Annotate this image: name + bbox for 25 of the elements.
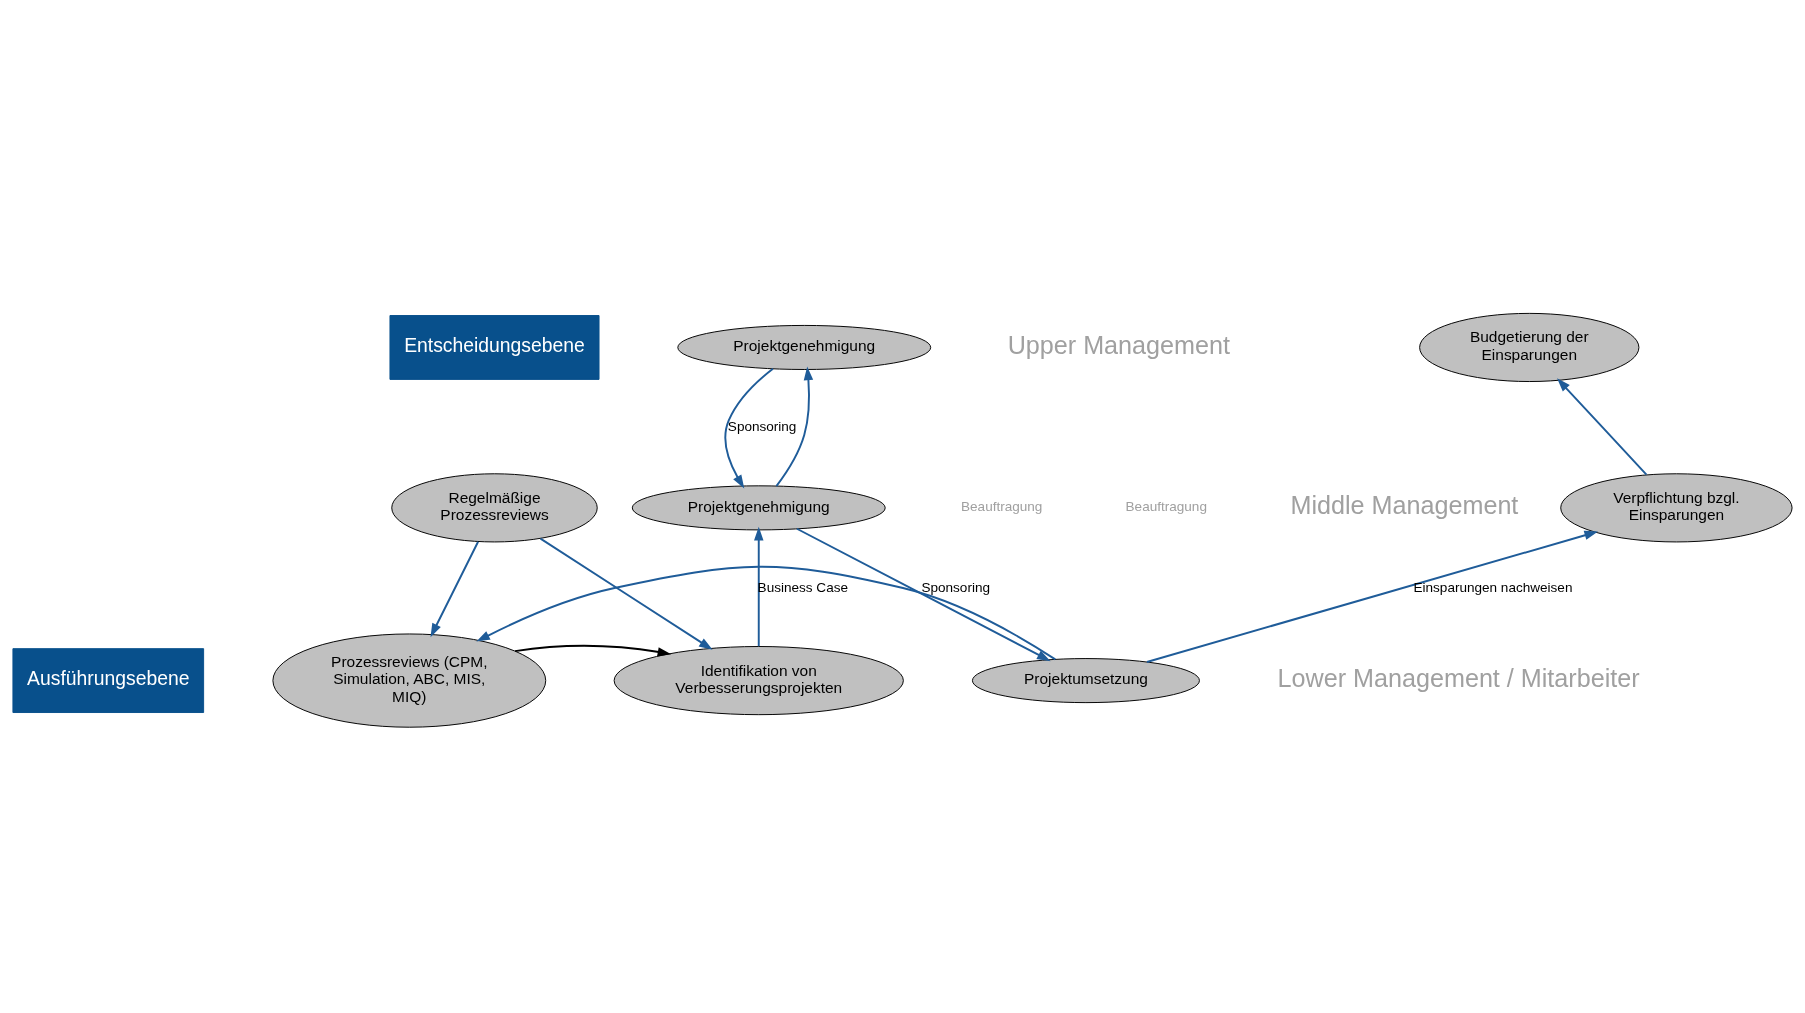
- arrow: [724, 367, 774, 488]
- label: Middle Management: [1290, 490, 1519, 519]
- node-ellipse: Regelmäßige Prozessreviews: [391, 472, 598, 542]
- edge-label: Einsparungen nachweisen: [1413, 579, 1573, 595]
- arrow: [539, 537, 713, 650]
- edge-label: Sponsoring: [921, 579, 991, 595]
- arrow: [795, 527, 1051, 661]
- arrow: [514, 644, 672, 657]
- node-ellipse: Projektgenehmigung: [677, 324, 932, 370]
- arrow: [476, 565, 1057, 660]
- node-box: Entscheidungsebene: [389, 314, 600, 380]
- arrow: [1557, 377, 1648, 476]
- edge-label: Sponsoring: [727, 418, 797, 434]
- arrow: [775, 366, 814, 487]
- label: Beauftragung: [961, 498, 1043, 514]
- label: Lower Management / Mitarbeiter: [1277, 663, 1640, 692]
- label: Upper Management: [1007, 330, 1231, 359]
- node-ellipse: Budgetierung der Einsparungen: [1419, 312, 1640, 382]
- arrow: [430, 540, 480, 637]
- arrow: [1145, 530, 1599, 663]
- arrow: [754, 526, 764, 647]
- node-ellipse: Projektumsetzung: [971, 657, 1200, 703]
- node-box: Ausführungsebene: [12, 647, 205, 713]
- node-ellipse: Projektgenehmigung: [631, 484, 886, 530]
- label: Beauftragung: [1125, 498, 1207, 514]
